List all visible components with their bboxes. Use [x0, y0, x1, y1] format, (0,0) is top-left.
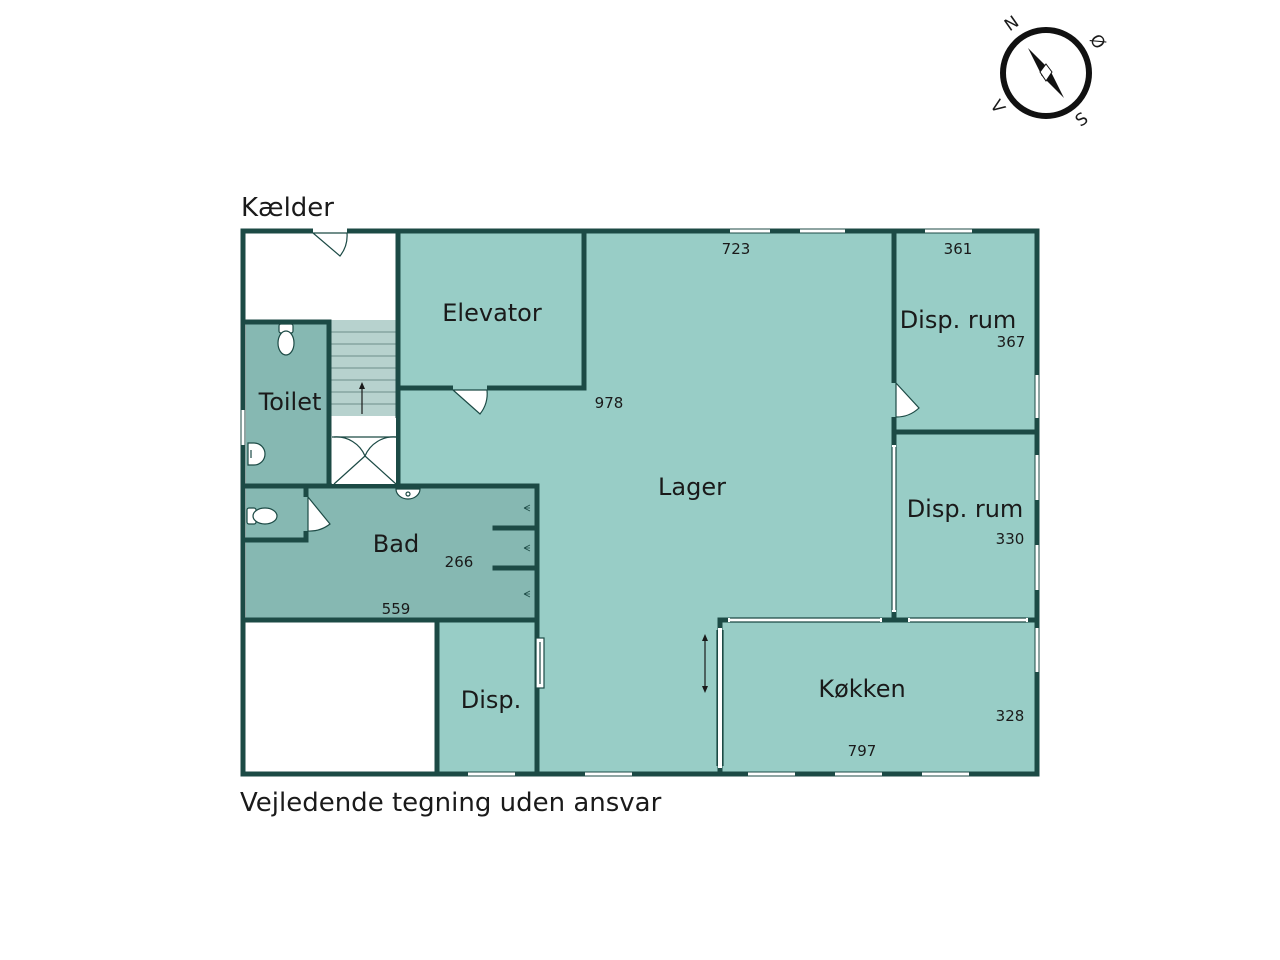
- bad-dim-depth: 266: [444, 553, 474, 571]
- floor-label: Kælder: [241, 193, 334, 223]
- shower-heads: [523, 504, 531, 598]
- elevator-room: [400, 233, 584, 388]
- staircase: [330, 331, 398, 414]
- window-frames: [468, 228, 972, 777]
- room-label-toilet: Toilet: [258, 388, 322, 416]
- lager-dim-width: 723: [721, 240, 751, 258]
- sink-icon: [247, 442, 266, 466]
- room-label-lager: Lager: [658, 473, 726, 501]
- disp-room: [437, 620, 537, 773]
- room-fills: [246, 233, 1036, 773]
- room-label-bad: Bad: [372, 530, 420, 558]
- kokken-dim-depth: 328: [995, 707, 1025, 725]
- room-label-kokken: Køkken: [818, 675, 906, 703]
- kokken-dim-width: 797: [847, 742, 877, 760]
- bad-dim-width: 559: [381, 600, 411, 618]
- disp-rum-1-dim-depth: 367: [996, 333, 1026, 351]
- disp-rum-1-dim-width: 361: [943, 240, 973, 258]
- compass-icon: [1000, 27, 1092, 119]
- lager-dim-depth: 978: [594, 394, 624, 412]
- room-label-disp-rum-1: Disp. rum: [899, 306, 1017, 334]
- windows: [241, 229, 1039, 776]
- disp-rum-2-room: [894, 432, 1036, 621]
- kokken-room: [720, 620, 1036, 773]
- room-label-disp-rum-2: Disp. rum: [906, 495, 1024, 523]
- doors: [303, 228, 1028, 768]
- room-label-disp: Disp.: [460, 686, 522, 714]
- lager-room: [400, 233, 894, 773]
- fixtures: [246, 323, 421, 525]
- disp-rum-2-dim-depth: 330: [995, 530, 1025, 548]
- room-label-elevator: Elevator: [442, 299, 542, 327]
- disp-rum-1-room: [894, 233, 1036, 432]
- bad-room: [246, 486, 537, 620]
- disclaimer-text: Vejledende tegning uden ansvar: [240, 788, 662, 818]
